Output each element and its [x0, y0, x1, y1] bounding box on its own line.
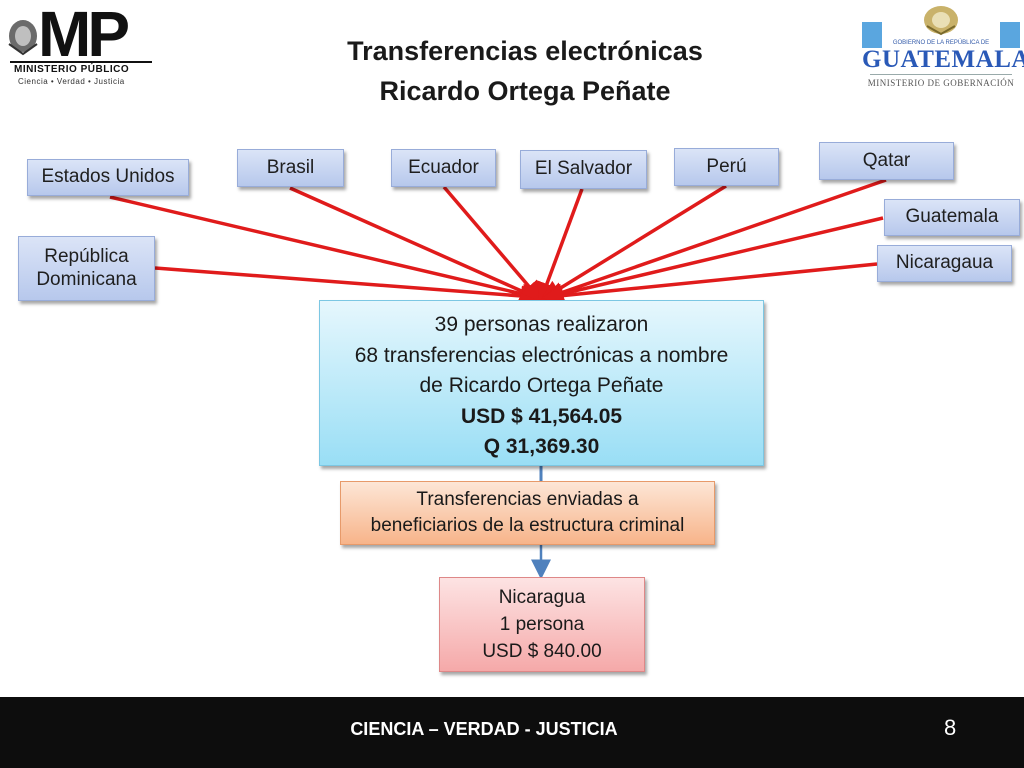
arrow-estados-unidos [109, 195, 542, 305]
summary-line-2: 68 transferencias electrónicas a nombre [354, 343, 729, 367]
coat-of-arms-icon [924, 6, 958, 36]
guatemala-logo: GOBIERNO DE LA REPÚBLICA DE GUATEMALA MI… [862, 4, 1024, 92]
summary-q-amount: Q 31,369.30 [483, 435, 600, 458]
country-label: Qatar [862, 149, 911, 171]
arrow-el-salvador [537, 188, 584, 304]
country-label: Perú [706, 155, 747, 177]
mp-logo: MP MINISTERIO PÚBLICO Ciencia • Verdad •… [6, 0, 156, 89]
summary-line-3: de Ricardo Ortega Peñate [419, 374, 664, 397]
country-el-salvador: El Salvador [520, 150, 647, 189]
country-republica-dominicana: República Dominicana [18, 236, 155, 301]
central-summary-box: 39 personas realizaron 68 transferencias… [319, 300, 764, 466]
sent-line-2: beneficiarios de la estructura criminal [370, 515, 685, 536]
arrow-republica-dominicana [154, 266, 542, 307]
destination-persons: 1 persona [499, 614, 585, 635]
title-line-1: Transferencias electrónicas [347, 36, 703, 66]
arrow-ecuador [442, 185, 543, 303]
country-ecuador: Ecuador [391, 149, 496, 187]
country-label: Guatemala [905, 206, 999, 228]
flow-arrows [109, 178, 887, 580]
country-estados-unidos: Estados Unidos [27, 159, 189, 196]
arrow-nicaragaua [542, 262, 878, 307]
destination-country: Nicaragua [498, 587, 586, 608]
mp-name: MINISTERIO PÚBLICO [14, 64, 130, 75]
summary-line-1: 39 personas realizaron [434, 313, 649, 336]
guatemala-wordmark: GUATEMALA [862, 46, 1024, 73]
page-number: 8 [944, 715, 957, 740]
mp-motto: Ciencia • Verdad • Justicia [18, 77, 125, 86]
country-label: Brasil [266, 156, 315, 178]
country-qatar: Qatar [819, 142, 954, 180]
title-line-2: Ricardo Ortega Peñate [379, 76, 671, 106]
summary-usd-amount: USD $ 41,564.05 [460, 404, 623, 428]
sent-transfers-box: Transferencias enviadas a beneficiarios … [340, 481, 715, 545]
country-label: República Dominicana [36, 245, 137, 290]
destination-box: Nicaragua 1 persona USD $ 840.00 [439, 577, 645, 672]
gov-top-text: GOBIERNO DE LA REPÚBLICA DE [892, 40, 990, 46]
country-guatemala: Guatemala [884, 199, 1020, 236]
country-nicaragaua: Nicaragaua [877, 245, 1012, 282]
footer-motto: CIENCIA – VERDAD - JUSTICIA [350, 719, 618, 739]
coat-of-arms-icon [8, 20, 38, 56]
arrow-guatemala [542, 216, 884, 304]
country-brasil: Brasil [237, 149, 344, 187]
arrow-peru [540, 184, 727, 301]
sent-line-1: Transferencias enviadas a [416, 489, 639, 510]
arrow-qatar [542, 178, 887, 303]
country-label: El Salvador [534, 158, 633, 180]
country-label: Estados Unidos [41, 166, 175, 188]
ministry-text: MINISTERIO DE GOBERNACIÓN [867, 78, 1015, 88]
country-peru: Perú [674, 148, 779, 186]
country-label: Nicaragaua [895, 252, 994, 274]
destination-amount: USD $ 840.00 [482, 641, 602, 662]
mp-letters: MP [38, 0, 130, 70]
country-label: Ecuador [408, 156, 479, 178]
footer-bar: CIENCIA – VERDAD - JUSTICIA 8 [0, 697, 1024, 768]
arrow-brasil [289, 186, 542, 301]
